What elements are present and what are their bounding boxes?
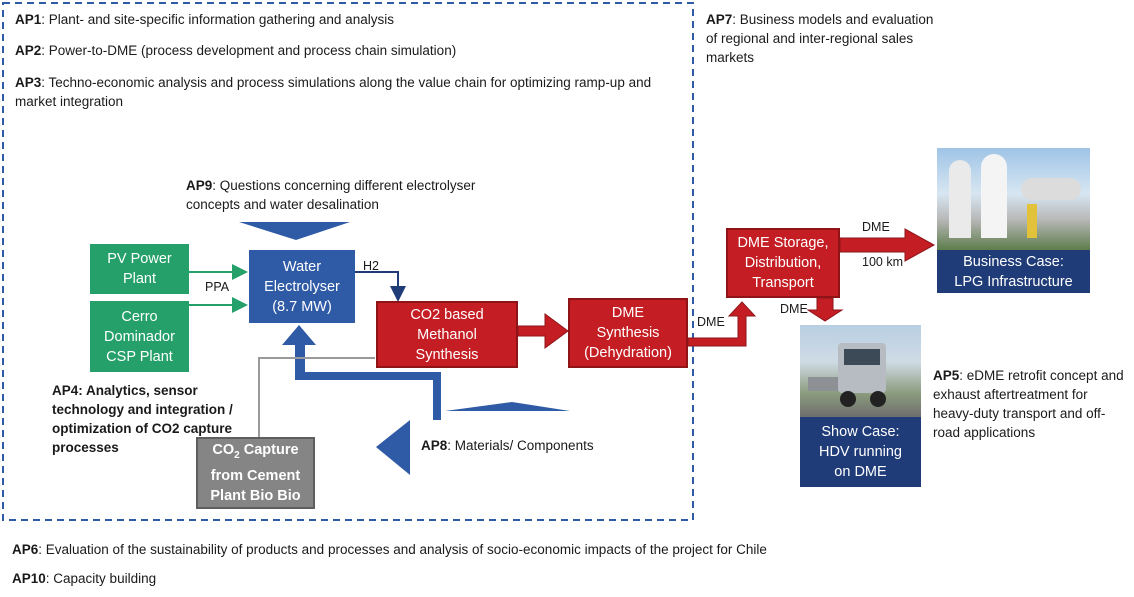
ap2-note: AP2: Power-to-DME (process development a… [15, 41, 675, 60]
arrow-storage-to-business [839, 228, 936, 262]
co2-prefix: CO [212, 442, 235, 459]
ap8-text: : Materials/ Components [447, 438, 594, 453]
water-electrolyser-box: Water Electrolyser (8.7 MW) [249, 250, 355, 323]
ap6-text: : Evaluation of the sustainability of pr… [38, 542, 767, 557]
co2-subscript: 2 [234, 449, 240, 461]
tank-shape [1021, 178, 1081, 200]
co2-connector [258, 357, 375, 437]
ap10-text: : Capacity building [45, 571, 157, 586]
dme-label-showcase: DME [780, 302, 808, 316]
co2-capture-box: CO2 Capture from Cement Plant Bio Bio [196, 437, 315, 509]
h2-label: H2 [363, 259, 379, 273]
wheel-shape [870, 391, 886, 407]
pv-power-plant-box: PV Power Plant [90, 244, 189, 294]
dme-label-synthesis: DME [697, 315, 725, 329]
ap1-text: : Plant- and site-specific information g… [41, 12, 394, 27]
distance-label: 100 km [862, 255, 903, 269]
ap9-arrow [239, 222, 350, 240]
loop-arrow [282, 325, 441, 420]
ap3-text: : Techno-economic analysis and process s… [15, 75, 652, 109]
ap8-code: AP8 [421, 438, 448, 453]
h2-arrow [355, 271, 406, 302]
ap10-note: AP10: Capacity building [12, 569, 412, 588]
ap8-arrow-up [445, 402, 570, 411]
ap1-note: AP1: Plant- and site-specific informatio… [15, 10, 675, 29]
dme-storage-box: DME Storage, Distribution, Transport [726, 228, 840, 298]
show-case-box: Show Case: HDV running on DME [800, 417, 921, 487]
pipe-shape [1027, 204, 1037, 238]
ap6-code: AP6 [12, 542, 39, 557]
ap9-note: AP9: Questions concerning different elec… [186, 176, 486, 214]
ap5-text: : eDME retrofit concept and exhaust afte… [933, 368, 1124, 440]
co2-capture-label: CO2 Capture from Cement Plant Bio Bio [210, 440, 300, 506]
ap5-note: AP5: eDME retrofit concept and exhaust a… [933, 366, 1131, 442]
tank-shape [981, 154, 1007, 238]
co2-rest: Capture from Cement Plant Bio Bio [210, 442, 301, 504]
ap7-note: AP7: Business models and evaluation of r… [706, 10, 936, 67]
ap2-text: : Power-to-DME (process development and … [41, 43, 457, 58]
dme-label-business: DME [862, 220, 890, 234]
ap2-code: AP2 [15, 43, 42, 58]
ap3-note: AP3: Techno-economic analysis and proces… [15, 73, 685, 111]
arrow-dme-to-storage [687, 301, 757, 347]
truck-image [800, 325, 921, 417]
ap7-text: : Business models and evaluation of regi… [706, 12, 934, 65]
arrow-methanol-to-dme [517, 313, 569, 349]
ap4-note: AP4: Analytics, sensor technology and in… [52, 383, 233, 455]
wheel-shape [840, 391, 856, 407]
ap7-code: AP7 [706, 12, 733, 27]
ap6-note: AP6: Evaluation of the sustainability of… [12, 540, 912, 559]
business-case-box: Business Case: LPG Infrastructure [937, 250, 1090, 293]
ap10-code: AP10 [12, 571, 46, 586]
ap1-code: AP1 [15, 12, 42, 27]
truck-window-shape [844, 349, 880, 365]
ap9-text: : Questions concerning different electro… [186, 178, 476, 212]
ppa-label: PPA [205, 280, 230, 294]
ap5-code: AP5 [933, 368, 960, 383]
tank-shape [949, 160, 971, 238]
ap3-code: AP3 [15, 75, 42, 90]
dme-synthesis-box: DME Synthesis (Dehydration) [568, 298, 688, 368]
ap9-code: AP9 [186, 178, 213, 193]
lpg-plant-image [937, 148, 1090, 250]
ap8-arrow-left [376, 420, 410, 475]
arrow-storage-to-showcase [806, 297, 844, 322]
project-boundary [2, 2, 694, 521]
methanol-synthesis-box: CO2 based Methanol Synthesis [376, 301, 518, 368]
ap8-note: AP8: Materials/ Components [421, 436, 651, 455]
csp-plant-box: Cerro Dominador CSP Plant [90, 301, 189, 372]
chassis-shape [808, 377, 838, 391]
